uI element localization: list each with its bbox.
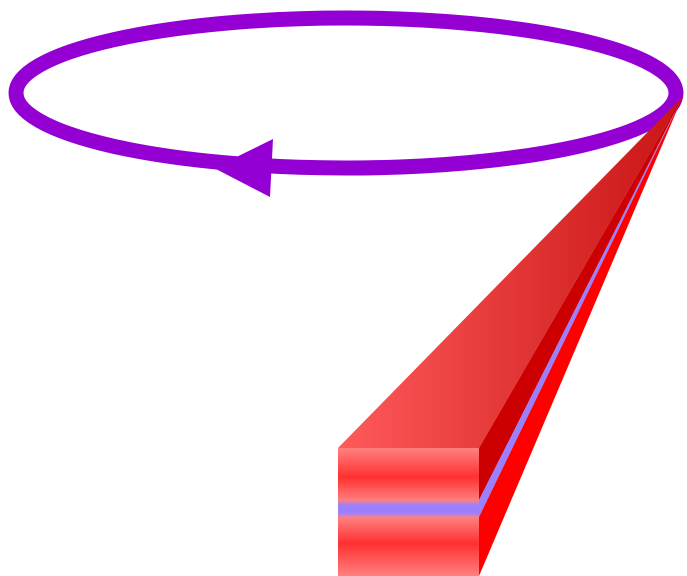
bar-front-lower [338,517,479,576]
bar-front-upper [338,448,479,501]
rotation-ellipse [16,18,676,168]
rotation-arrowhead-icon [214,139,273,197]
rotation-loop [16,18,676,197]
bar-front-inner-layer [338,500,479,518]
